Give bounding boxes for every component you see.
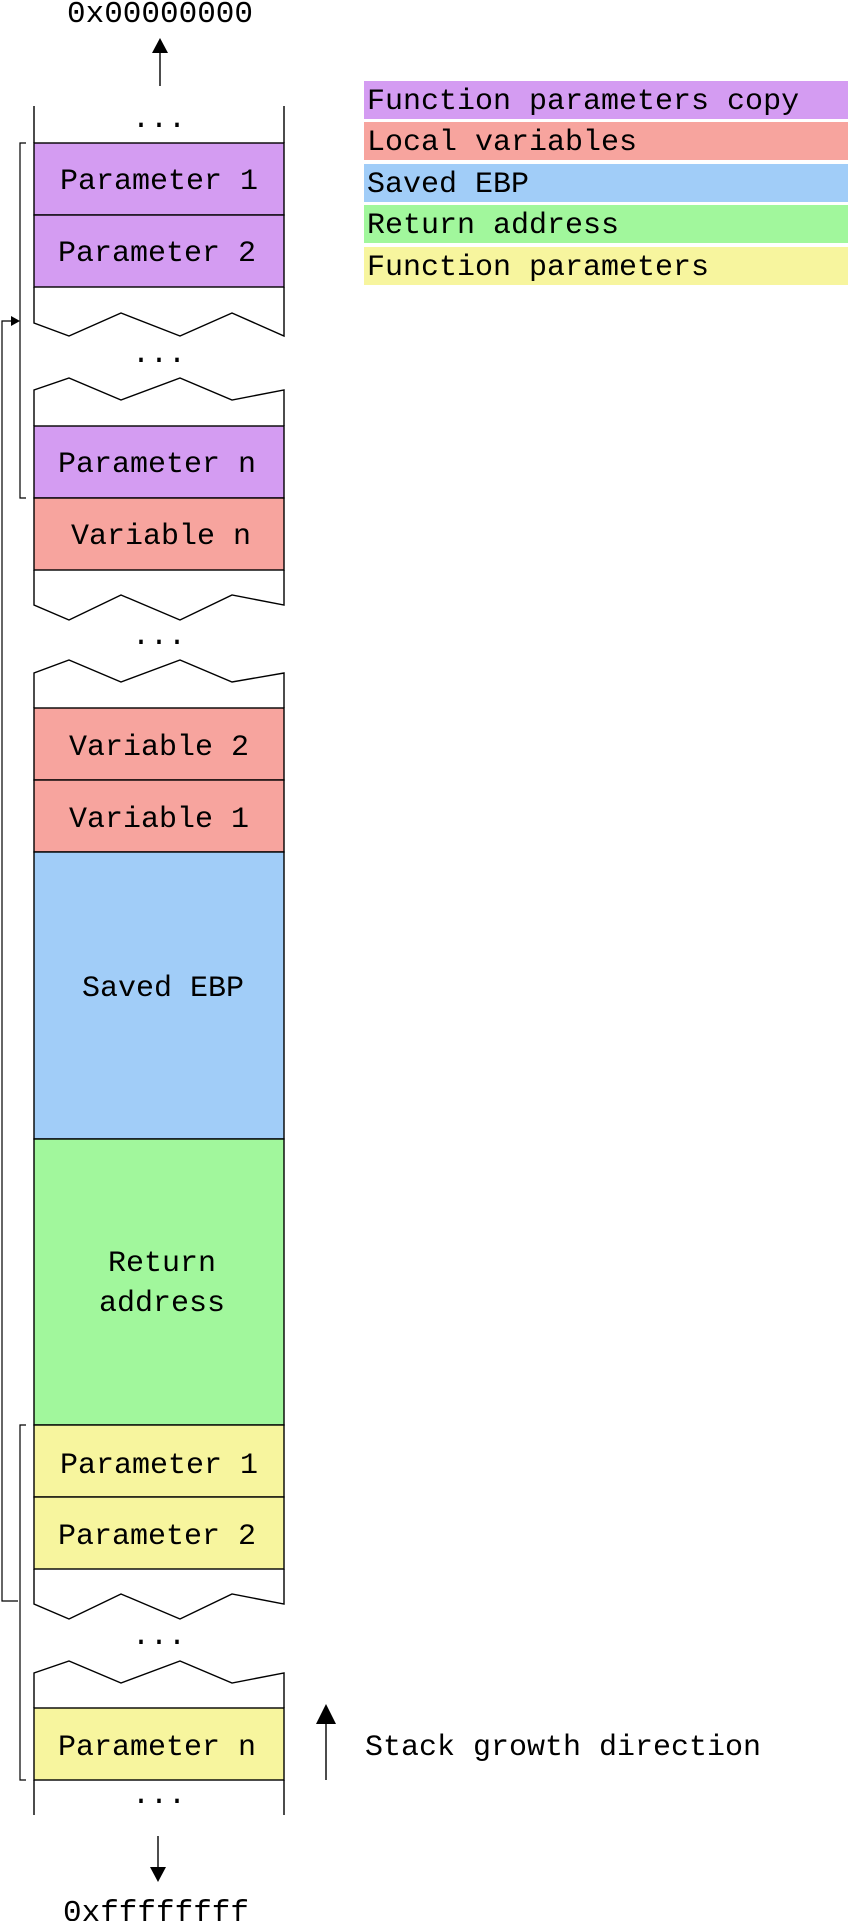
copy-parameter-1-label: Parameter 1 <box>60 165 258 199</box>
legend-label-saved-ebp: Saved EBP <box>367 168 529 202</box>
variable-n-label: Variable n <box>71 520 251 554</box>
return-address-label-line2: address <box>99 1287 225 1321</box>
legend-swatch-func-params <box>364 247 848 285</box>
down-arrow-bottom-head <box>150 1867 166 1882</box>
legend-swatch-return-addr <box>364 205 848 243</box>
copy-link-connector <box>1 320 18 1602</box>
legend: Function parameters copy Local variables… <box>364 81 848 285</box>
parameter-2-cell <box>33 1496 285 1570</box>
break-2-upper-zigzag <box>33 659 285 708</box>
parameter-2-label: Parameter 2 <box>58 1520 256 1554</box>
variable-1-label: Variable 1 <box>69 803 249 837</box>
copy-parameter-n-label: Parameter n <box>58 448 256 482</box>
parameter-n-cell <box>33 1707 285 1781</box>
growth-direction-label: Stack growth direction <box>365 1731 761 1765</box>
break-1-lower-zigzag <box>33 287 285 338</box>
saved-ebp-label: Saved EBP <box>82 972 244 1006</box>
legend-label-param-copy: Function parameters copy <box>367 85 799 119</box>
parameter-n-label: Parameter n <box>58 1731 256 1765</box>
variable-2-label: Variable 2 <box>69 731 249 765</box>
legend-swatch-saved-ebp <box>364 164 848 202</box>
legend-swatch-local-vars <box>364 122 848 160</box>
up-arrow-top-head <box>152 38 168 53</box>
parameter-1-label: Parameter 1 <box>60 1449 258 1483</box>
legend-label-local-vars: Local variables <box>367 126 637 160</box>
break-2-lower-zigzag <box>33 570 285 621</box>
variable-n-cell <box>33 497 285 571</box>
copy-parameter-2-label: Parameter 2 <box>58 237 256 271</box>
saved-ebp-cell <box>33 851 285 1140</box>
legend-swatch-param-copy <box>364 81 848 119</box>
break-1-upper-zigzag <box>33 377 285 426</box>
legend-label-func-params: Function parameters <box>367 251 709 285</box>
copy-params-bracket <box>19 142 26 499</box>
ellipsis-bottom: ... <box>132 1779 186 1813</box>
ellipsis-break-2: ... <box>132 620 186 654</box>
copy-parameter-1-cell <box>33 142 285 216</box>
break-3-lower-zigzag <box>33 1569 285 1620</box>
func-params-bracket <box>19 1424 26 1781</box>
parameter-1-cell <box>33 1424 285 1498</box>
break-3-upper-zigzag <box>33 1660 285 1708</box>
copy-parameter-2-cell <box>33 214 285 288</box>
ellipsis-break-3: ... <box>132 1620 186 1654</box>
copy-link-arrowhead <box>11 316 20 326</box>
copy-parameter-n-cell <box>33 425 285 499</box>
legend-label-return-addr: Return address <box>367 209 619 243</box>
return-address-label-line1: Return <box>108 1247 216 1281</box>
growth-arrow-head <box>316 1704 336 1724</box>
ellipsis-break-1: ... <box>132 338 186 372</box>
top-address: 0x00000000 <box>67 0 253 32</box>
bottom-address: 0xffffffff <box>63 1896 249 1921</box>
ellipsis-top: ... <box>132 103 186 137</box>
return-address-cell <box>33 1138 285 1426</box>
